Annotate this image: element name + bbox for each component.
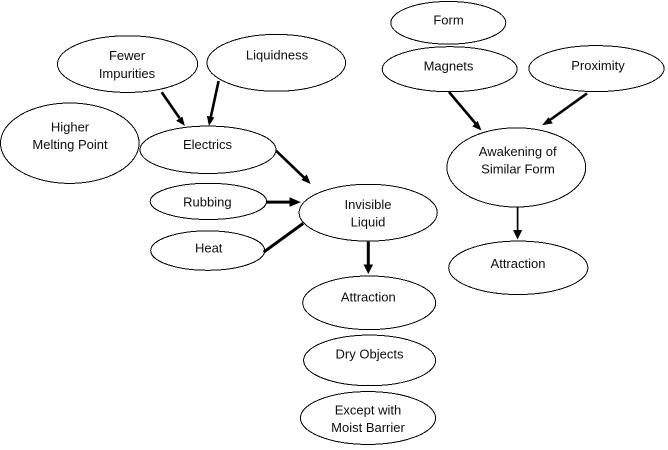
svg-text:Liquid: Liquid xyxy=(351,215,386,230)
svg-text:Impurities: Impurities xyxy=(99,66,156,81)
svg-text:Higher: Higher xyxy=(51,120,90,135)
svg-text:Similar Form: Similar Form xyxy=(481,162,555,177)
svg-text:Liquidness: Liquidness xyxy=(246,48,309,63)
svg-text:Heat: Heat xyxy=(195,241,223,256)
svg-text:Fewer: Fewer xyxy=(109,48,146,63)
svg-text:Except with: Except with xyxy=(335,403,401,418)
svg-text:Dry Objects: Dry Objects xyxy=(336,346,404,361)
svg-text:Rubbing: Rubbing xyxy=(183,195,231,210)
svg-text:Magnets: Magnets xyxy=(424,58,474,73)
svg-text:Awakening of: Awakening of xyxy=(479,144,557,159)
svg-text:Invisible: Invisible xyxy=(345,197,392,212)
svg-text:Attraction: Attraction xyxy=(341,290,396,305)
svg-text:Moist Barrier: Moist Barrier xyxy=(331,420,405,435)
svg-text:Electrics: Electrics xyxy=(183,137,233,152)
svg-text:Attraction: Attraction xyxy=(491,256,546,271)
svg-text:Melting Point: Melting Point xyxy=(32,137,108,152)
svg-text:Proximity: Proximity xyxy=(571,58,625,73)
svg-text:Form: Form xyxy=(433,13,463,28)
